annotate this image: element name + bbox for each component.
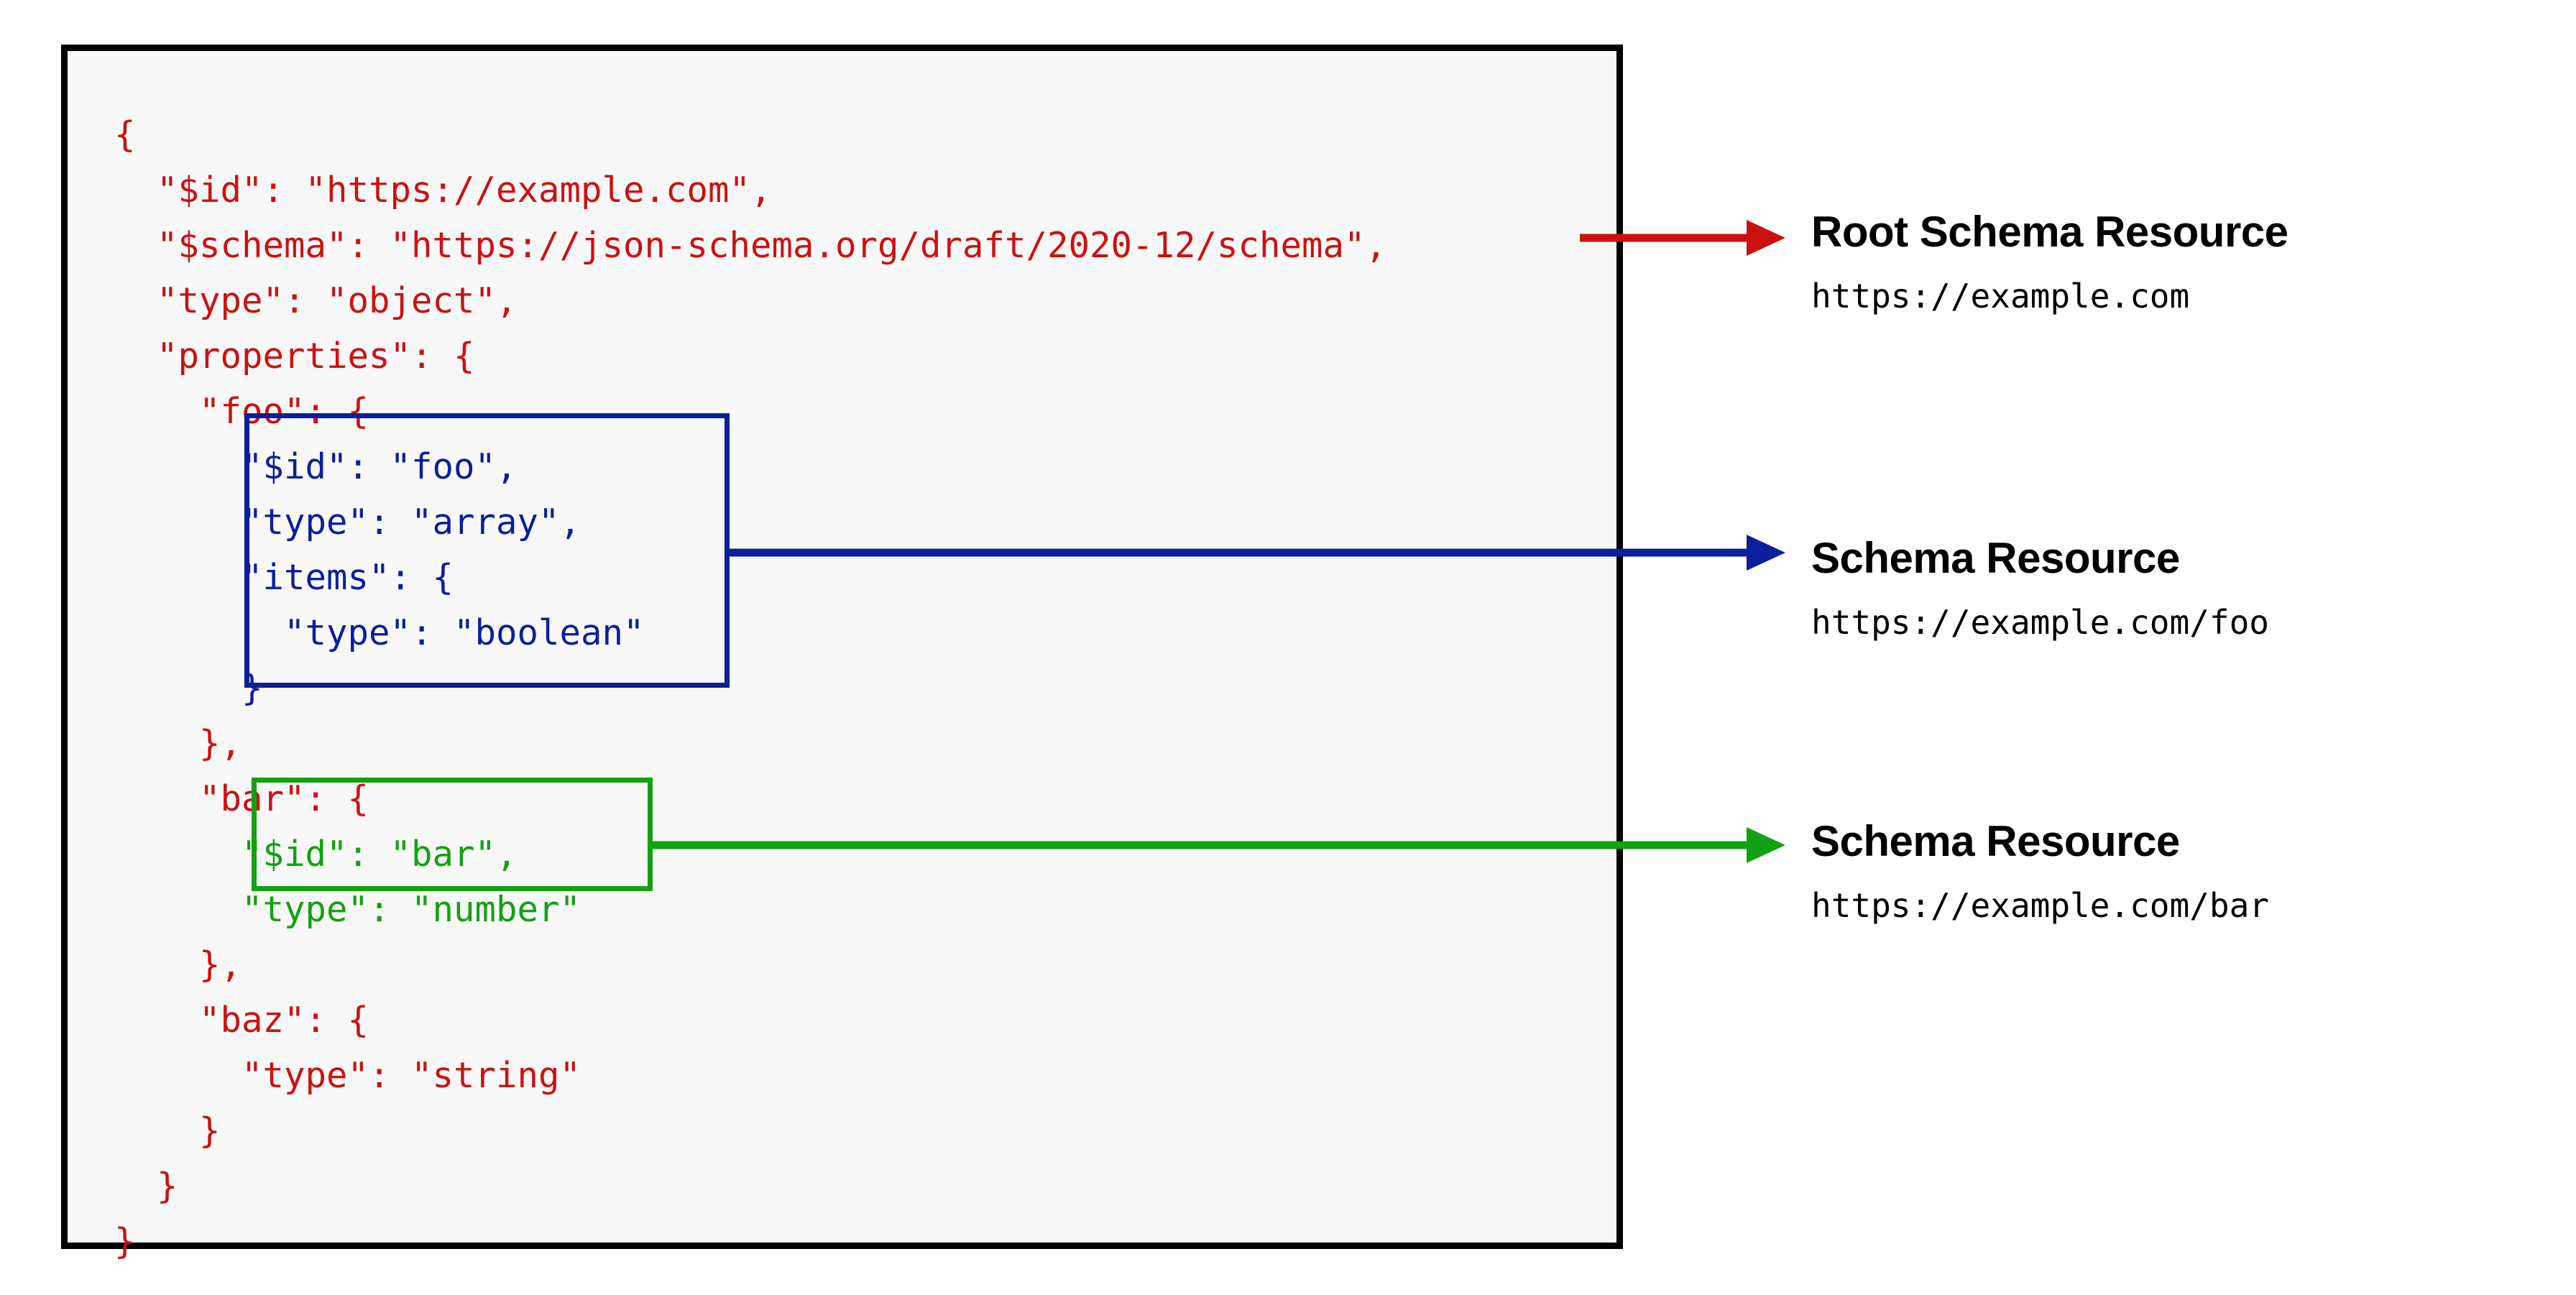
code-line: "type": "string" bbox=[114, 1055, 581, 1096]
root-schema-arrow-icon bbox=[1580, 220, 1785, 256]
code-line: "items": { bbox=[114, 557, 454, 598]
code-line: } bbox=[114, 1221, 136, 1262]
code-line: "properties": { bbox=[114, 336, 475, 377]
code-line: "type": "number" bbox=[114, 889, 581, 930]
code-line: }, bbox=[114, 723, 242, 764]
callout-foo-schema-resource: Schema Resource https://example.com/foo bbox=[1811, 533, 2544, 642]
code-line: "$id": "https://example.com", bbox=[114, 170, 772, 211]
code-line: "$id": "bar", bbox=[114, 834, 518, 875]
code-line: } bbox=[114, 1166, 178, 1207]
bar-schema-arrow-icon bbox=[648, 827, 1785, 863]
code-line: } bbox=[114, 1110, 221, 1151]
code-line: "bar": { bbox=[114, 778, 369, 819]
code-line: { bbox=[114, 114, 136, 155]
callout-uri: https://example.com/bar bbox=[1811, 886, 2269, 925]
callout-bar-schema-resource: Schema Resource https://example.com/bar bbox=[1811, 816, 2544, 925]
code-line: "baz": { bbox=[114, 1000, 369, 1041]
foo-schema-resource-highlight bbox=[244, 413, 730, 688]
foo-schema-arrow-icon bbox=[724, 535, 1785, 571]
callout-root-schema-resource: Root Schema Resource https://example.com bbox=[1811, 207, 2544, 315]
code-line: }, bbox=[114, 944, 242, 985]
code-line: "$id": "foo", bbox=[114, 446, 518, 487]
code-line: "type": "boolean" bbox=[114, 612, 645, 653]
callout-title: Root Schema Resource bbox=[1811, 208, 2288, 256]
callout-title: Schema Resource bbox=[1811, 534, 2180, 582]
code-line: "type": "object", bbox=[114, 280, 518, 321]
callout-title: Schema Resource bbox=[1811, 817, 2180, 865]
code-line: "$schema": "https://json-schema.org/draf… bbox=[114, 225, 1387, 266]
callout-uri: https://example.com/foo bbox=[1811, 603, 2269, 642]
json-code-panel: { "$id": "https://example.com", "$schema… bbox=[61, 45, 1623, 1262]
bar-schema-resource-highlight bbox=[252, 778, 653, 891]
code-line: "foo": { bbox=[114, 391, 369, 432]
callout-uri: https://example.com bbox=[1811, 277, 2190, 315]
code-line: "type": "array", bbox=[114, 502, 581, 543]
json-code-listing: { "$id": "https://example.com", "$schema… bbox=[114, 107, 1386, 1269]
